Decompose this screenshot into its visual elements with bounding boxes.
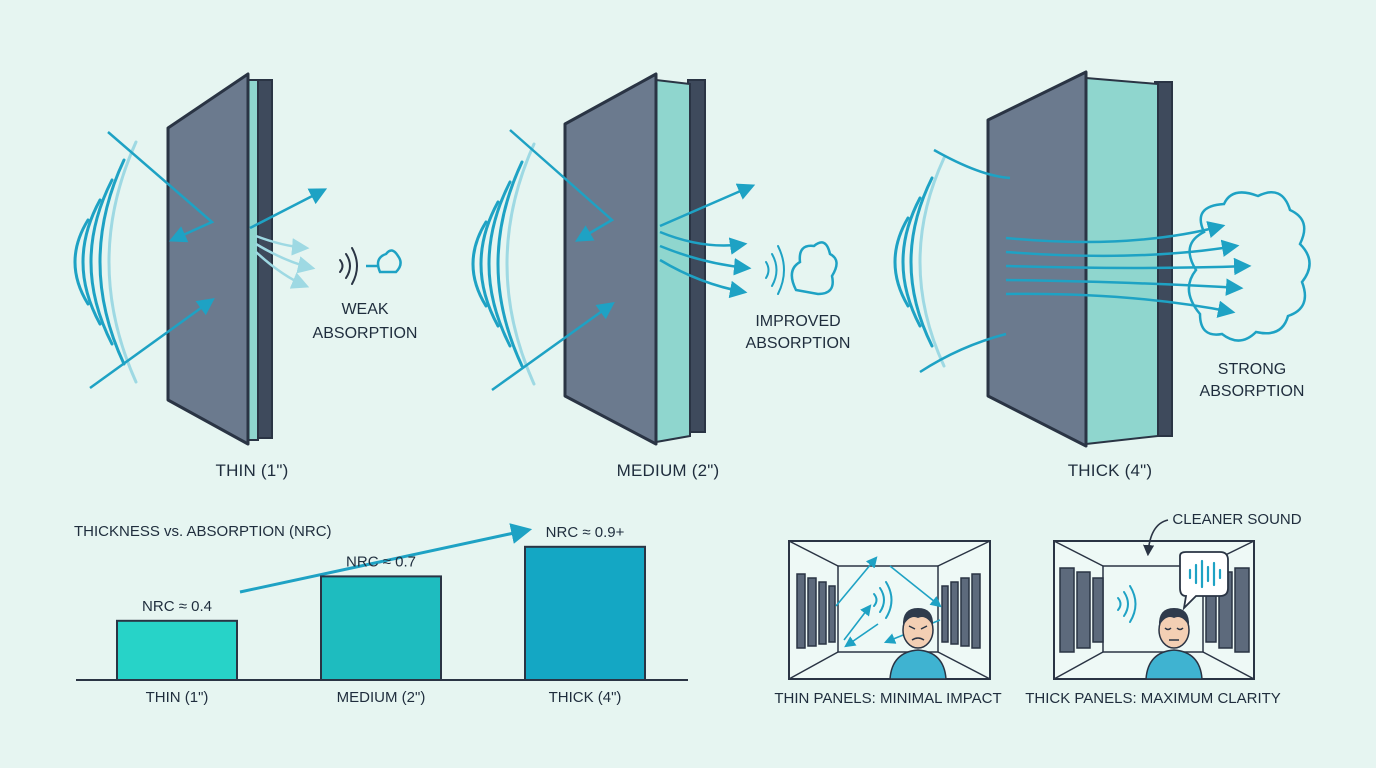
medium-panel-illustration (471, 72, 838, 446)
thin-panel (166, 72, 273, 446)
room-caption-thin: THIN PANELS: MINIMAL IMPACT (774, 690, 1001, 707)
trend-arrow (239, 523, 533, 594)
sound-waves-thick (893, 156, 946, 368)
room-thick-panels (1053, 519, 1255, 680)
incoming-rays-thin (89, 131, 328, 390)
bar-0 (116, 619, 238, 681)
large-cloud-icon (1187, 191, 1311, 342)
panel-label-medium: MEDIUM (2") (617, 461, 720, 480)
room1-wave-icon (873, 581, 893, 619)
incoming-rays-medium (491, 129, 756, 392)
thick-wall-panels-left (1059, 567, 1104, 653)
room-thin-panels (788, 540, 991, 680)
chart-title: THICKNESS vs. ABSORPTION (NRC) (74, 523, 332, 540)
thick-panel-illustration (893, 70, 1311, 448)
sound-waves-medium (471, 142, 536, 386)
incoming-rays-thick (919, 148, 1011, 374)
bar-category-label-1: MEDIUM (2") (337, 689, 426, 706)
panel-label-thin: THIN (1") (216, 461, 289, 480)
transmitted-rays-thin (255, 234, 316, 289)
medium-cloud-icon (790, 241, 838, 296)
bar-data-label-0: NRC ≈ 0.4 (142, 598, 212, 615)
panel-label-thick: THICK (4") (1068, 461, 1153, 480)
absorption-label-thick-1: STRONG (1218, 361, 1286, 378)
calm-person-icon (1145, 608, 1203, 680)
speech-bubble-icon (1179, 551, 1229, 611)
small-wave-icon (339, 247, 358, 285)
absorption-label-thick-2: ABSORPTION (1200, 383, 1305, 400)
nrc-bar-chart: THICKNESS vs. ABSORPTION (NRC) NRC ≈ 0.4… (74, 523, 688, 706)
bar-data-label-2: NRC ≈ 0.9+ (546, 524, 625, 541)
cleaner-sound-label: CLEANER SOUND (1172, 511, 1301, 528)
absorption-label-medium-1: IMPROVED (755, 313, 840, 330)
bar-2 (524, 545, 646, 681)
sound-waves-thin (73, 140, 138, 384)
thin-wall-panels-left (796, 573, 836, 649)
bar-category-label-2: THICK (4") (549, 689, 622, 706)
room2-wave-icon (1117, 585, 1137, 623)
frustrated-person-icon (889, 608, 947, 680)
small-cloud-icon (366, 249, 402, 274)
medium-panel (563, 72, 706, 446)
thick-panel (986, 70, 1173, 448)
thin-panel-illustration (73, 72, 402, 446)
room-caption-thick: THICK PANELS: MAXIMUM CLARITY (1025, 690, 1281, 707)
transmitted-rays-medium (659, 230, 752, 299)
bar-category-label-0: THIN (1") (146, 689, 209, 706)
transmitted-rays-thick (1005, 221, 1252, 318)
absorption-label-thin-2: ABSORPTION (313, 325, 418, 342)
annotation-arrow (1143, 519, 1169, 557)
thin-wall-panels-right (941, 573, 981, 649)
absorption-label-thin-1: WEAK (341, 301, 388, 318)
absorption-label-medium-2: ABSORPTION (746, 335, 851, 352)
medium-wave-icon (765, 245, 785, 295)
bar-1 (320, 575, 442, 682)
bar-data-label-1: NRC ≈ 0.7 (346, 553, 416, 570)
audio-waveform-icon (1188, 559, 1222, 589)
